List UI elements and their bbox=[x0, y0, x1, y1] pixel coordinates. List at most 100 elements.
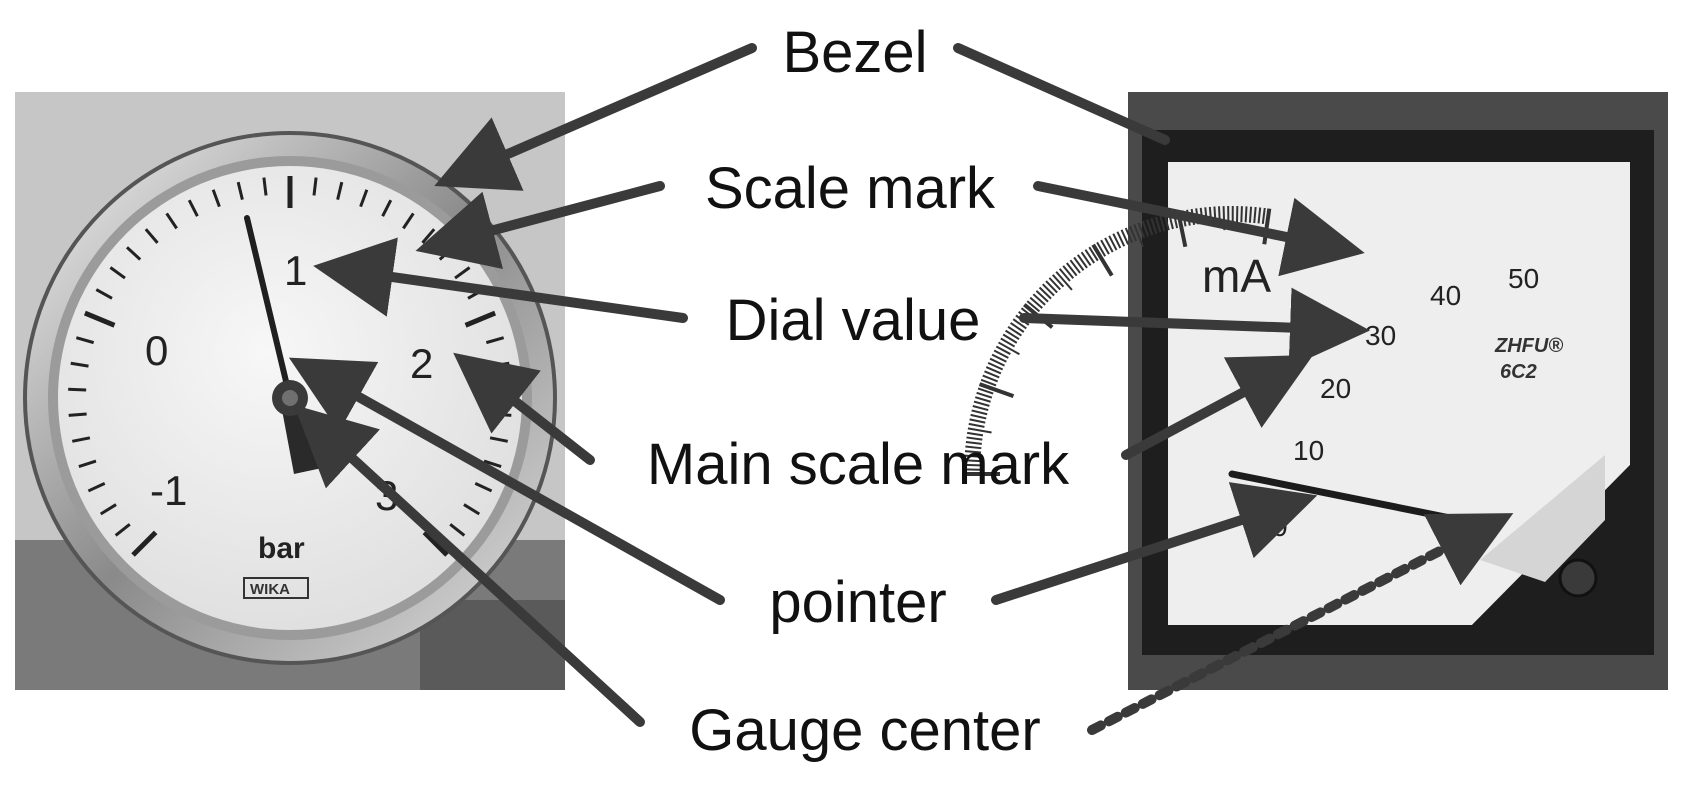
right-scale-mark bbox=[987, 361, 1004, 371]
right-scale-mark bbox=[974, 396, 991, 403]
right-scale-mark bbox=[973, 400, 990, 407]
right-scale-mark bbox=[1000, 337, 1016, 348]
right-scale-mark bbox=[964, 450, 982, 454]
right-scale-mark bbox=[1253, 206, 1257, 224]
right-scale-mark bbox=[1154, 216, 1162, 233]
right-scale-mark bbox=[984, 370, 1000, 379]
right-scale-mark bbox=[964, 463, 981, 467]
label-pointer: pointer bbox=[769, 570, 946, 635]
right-scale-mark bbox=[1150, 218, 1158, 234]
right-scale-mark bbox=[1108, 235, 1118, 251]
left-scale-mark bbox=[211, 189, 221, 208]
right-dial-value: 50 bbox=[1508, 263, 1539, 294]
right-scale-mark bbox=[965, 440, 982, 445]
right-scale-mark bbox=[1077, 254, 1088, 269]
right-scale-mark bbox=[969, 418, 986, 424]
left-scale-mark bbox=[114, 523, 131, 537]
right-scale-mark bbox=[1035, 290, 1049, 303]
right-scale-mark bbox=[970, 413, 987, 420]
right-gauge-model: 6C2 bbox=[1500, 361, 1537, 383]
right-dial-value: 0 bbox=[1272, 511, 1288, 542]
pointer-arrow-left bbox=[288, 357, 725, 605]
left-scale-mark bbox=[95, 288, 113, 300]
right-scale-mark bbox=[977, 387, 994, 395]
scale-mark-arrow-left bbox=[415, 181, 665, 270]
right-dial-value: 40 bbox=[1430, 280, 1461, 311]
right-scale-mark bbox=[968, 422, 985, 428]
bezel-arrow-right bbox=[953, 43, 1170, 145]
left-main-scale-mark bbox=[83, 310, 116, 328]
scale-mark-arrow-right bbox=[1033, 181, 1365, 277]
right-scale-mark bbox=[1240, 206, 1243, 223]
right-scale-mark bbox=[989, 357, 1005, 367]
right-scale-mark bbox=[1146, 219, 1154, 236]
callout-arrows bbox=[288, 43, 1514, 735]
right-scale-mark bbox=[1026, 300, 1041, 313]
right-scale-mark bbox=[1244, 206, 1248, 223]
left-scale-mark bbox=[165, 212, 178, 230]
right-scale-mark bbox=[991, 353, 1007, 363]
left-scale-mark bbox=[109, 266, 126, 280]
left-scale-mark bbox=[483, 459, 502, 469]
left-scale-mark bbox=[262, 177, 268, 196]
right-scale-mark bbox=[1002, 333, 1018, 344]
right-main-scale-mark bbox=[1091, 243, 1114, 277]
right-scale-mark bbox=[964, 454, 981, 458]
right-scale-mark bbox=[1100, 239, 1110, 255]
right-gauge-unit: mA bbox=[1202, 250, 1271, 302]
right-scale-mark bbox=[1048, 277, 1061, 291]
right-scale-mark bbox=[1029, 296, 1043, 309]
label-dial-value: Dial value bbox=[726, 288, 981, 353]
dial-value-arrow-left bbox=[313, 237, 688, 323]
right-scale-mark bbox=[1104, 237, 1114, 253]
right-scale-mark bbox=[998, 341, 1020, 356]
left-scale-mark bbox=[78, 459, 97, 469]
right-scale-mark bbox=[1012, 318, 1027, 330]
left-scale-mark bbox=[75, 336, 95, 345]
left-dial-value: 0 bbox=[145, 327, 168, 374]
right-scale-mark bbox=[1045, 280, 1058, 294]
right-scale-mark bbox=[1120, 229, 1130, 245]
left-gauge-pointer bbox=[244, 215, 293, 401]
right-scale-mark bbox=[993, 349, 1009, 359]
dial-value-arrow-right bbox=[1019, 287, 1370, 368]
label-scale-mark: Scale mark bbox=[705, 156, 996, 221]
gauge-center-arrow-left bbox=[293, 404, 645, 727]
left-scale-mark bbox=[87, 482, 106, 493]
right-dial-value: 20 bbox=[1320, 373, 1351, 404]
right-scale-mark bbox=[1248, 206, 1253, 223]
right-scale-mark bbox=[1080, 251, 1092, 266]
right-gauge-brand: ZHFU® bbox=[1494, 335, 1563, 357]
left-scale-mark bbox=[485, 336, 505, 345]
right-scale-mark bbox=[965, 445, 982, 450]
left-scale-mark bbox=[70, 361, 89, 368]
left-scale-mark bbox=[454, 266, 471, 280]
left-scale-mark bbox=[463, 503, 481, 516]
bezel-arrow-left bbox=[434, 43, 757, 191]
right-scale-mark bbox=[1124, 227, 1133, 244]
right-scale-mark bbox=[964, 459, 981, 463]
right-scale-mark bbox=[976, 391, 993, 399]
gauge-center-arrow-right-dotted bbox=[1087, 513, 1514, 735]
left-scale-mark bbox=[312, 177, 318, 196]
right-scale-mark bbox=[1073, 256, 1085, 271]
right-scale-mark bbox=[1005, 329, 1020, 341]
right-scale-mark bbox=[1010, 322, 1025, 333]
left-scale-mark bbox=[381, 199, 393, 217]
left-gauge-scale-marks bbox=[68, 176, 512, 557]
label-main-scale-mark: Main scale mark bbox=[647, 432, 1070, 497]
right-scale-mark bbox=[966, 436, 983, 441]
right-scale-mark bbox=[1116, 231, 1126, 247]
right-scale-mark bbox=[1141, 220, 1150, 237]
right-scale-mark bbox=[1058, 268, 1071, 282]
right-scale-mark bbox=[980, 378, 997, 387]
left-scale-mark bbox=[336, 181, 344, 200]
right-scale-mark bbox=[1088, 246, 1099, 262]
left-gauge-unit: bar bbox=[258, 532, 305, 565]
left-scale-mark bbox=[144, 228, 159, 244]
right-scale-mark bbox=[1055, 271, 1073, 291]
left-gauge-brand: WIKA bbox=[250, 581, 290, 598]
right-scale-mark bbox=[1133, 224, 1144, 248]
left-scale-mark bbox=[187, 199, 199, 217]
left-scale-mark bbox=[402, 212, 415, 230]
